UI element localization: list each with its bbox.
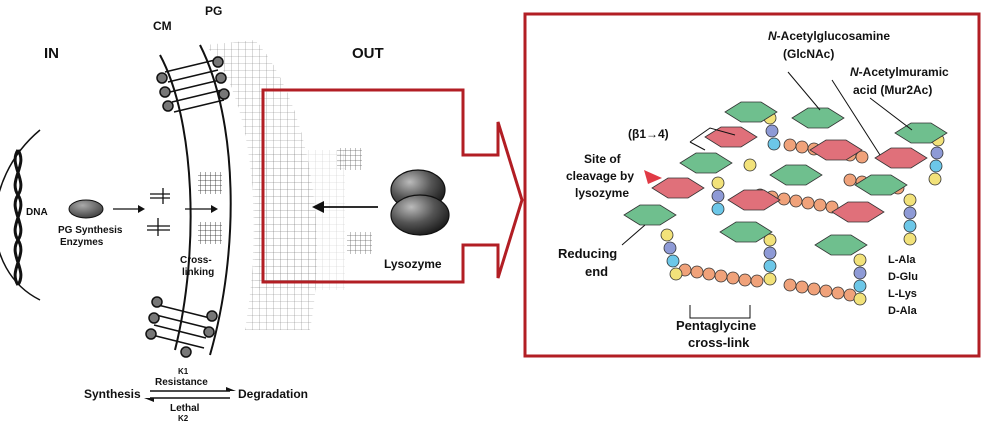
membrane-protein-top — [156, 56, 230, 113]
reducing-end-label-line2: end — [585, 264, 608, 279]
tetrapeptide-stem-7 — [903, 193, 917, 246]
murnac-label-line2: acid (Mur2Ac) — [853, 83, 932, 97]
residue-label-l-ala: L-Ala — [888, 254, 916, 266]
glcnac-sugar-4 — [791, 107, 845, 129]
dna-helix — [13, 149, 23, 286]
glcnac-sugar-9 — [814, 234, 868, 256]
cleavage-label-line3: lysozyme — [575, 186, 629, 200]
tetrapeptide-stem-1 — [660, 228, 683, 281]
glcnac-sugar-8 — [854, 174, 908, 196]
lysozyme-enzyme — [390, 169, 450, 236]
glcnac-sugar-2 — [679, 152, 733, 174]
degraded-fragment-2 — [347, 232, 372, 254]
murnac-sugar-1 — [651, 177, 705, 199]
murnac-label-line1: N-Acetylmuramic — [850, 65, 949, 79]
glcnac-label-line2: (GlcNAc) — [783, 47, 834, 61]
cleavage-label-line1: Site of — [584, 152, 622, 166]
k2-label: K2 — [178, 414, 189, 423]
pentaglycine-chain-2 — [783, 278, 857, 302]
glcnac-sugar-1 — [623, 204, 677, 226]
enzymes-label-line2: Enzymes — [60, 237, 104, 248]
in-label: IN — [44, 45, 59, 62]
membrane-outer-line — [199, 44, 232, 356]
crosslinking-label-line1: Cross- — [180, 255, 212, 266]
membrane-inner-line — [159, 54, 192, 351]
resistance-label: Resistance — [155, 377, 208, 388]
crosslinked-mesh-2 — [198, 222, 222, 244]
pentaglycine-chain-1 — [678, 263, 764, 288]
degradation-label: Degradation — [238, 387, 308, 401]
membrane-protein-bottom — [145, 296, 218, 358]
crosslinked-mesh-1 — [198, 172, 222, 194]
nucleoid-arc — [0, 129, 41, 301]
reducing-end-label-line1: Reducing — [558, 246, 617, 261]
murnac-sugar-3 — [769, 164, 823, 186]
cm-label: CM — [153, 19, 172, 33]
bond-label: (β1→4) — [628, 127, 669, 141]
pg-label: PG — [205, 4, 222, 18]
dna-label: DNA — [26, 207, 48, 218]
lethal-label: Lethal — [170, 403, 200, 414]
peptidoglycan-structure — [623, 101, 948, 306]
residue-label-d-glu: D-Glu — [888, 271, 918, 283]
murnac-sugar-2 — [704, 126, 758, 148]
outer-mesh-region — [255, 150, 345, 290]
murnac-sugar-4 — [874, 147, 928, 169]
tetrapeptide-stem-3 — [853, 253, 867, 306]
crosslinking-label-line2: linking — [182, 267, 214, 278]
glcnac-label-line1: N-Acetylglucosamine — [768, 29, 890, 43]
label-leader-lines — [621, 71, 913, 319]
murnac-sugar-6 — [809, 139, 863, 161]
cleavage-site-arrow — [644, 170, 662, 184]
degraded-fragment-1 — [337, 148, 362, 170]
tetrapeptide-stem-6 — [928, 133, 945, 186]
enzymes-label-line1: PG Synthesis — [58, 225, 123, 236]
equilibrium-reaction: Synthesis Degradation K1 Resistance Leth… — [84, 367, 308, 423]
zoom-callout-frame — [261, 88, 524, 284]
crosslink-label-line1: Pentaglycine — [676, 318, 756, 333]
glcnac-sugar-3 — [724, 101, 778, 123]
glcnac-sugar-7 — [894, 122, 948, 144]
residue-label-l-lys: L-Lys — [888, 288, 917, 300]
cell-wall-schematic: IN OUT CM PG DNA PG Synthesis Enzymes Cr… — [0, 4, 524, 423]
glycan-strands — [147, 188, 170, 236]
crosslink-label-line2: cross-link — [688, 335, 750, 350]
tetrapeptide-stem-8 — [743, 158, 757, 172]
tetrapeptide-stem-4 — [711, 176, 725, 216]
tetrapeptide-stem-2 — [763, 233, 777, 286]
lysozyme-label: Lysozyme — [384, 257, 442, 271]
synthesis-label: Synthesis — [84, 387, 141, 401]
out-label: OUT — [352, 45, 384, 62]
k1-label: K1 — [178, 367, 189, 376]
residue-label-d-ala: D-Ala — [888, 305, 918, 317]
cleavage-label-line2: cleavage by — [566, 169, 634, 183]
glcnac-sugar-5 — [727, 189, 781, 211]
murnac-sugar-5 — [831, 201, 885, 223]
pg-synthesis-enzyme — [68, 199, 104, 219]
glcnac-sugar-6 — [719, 221, 773, 243]
